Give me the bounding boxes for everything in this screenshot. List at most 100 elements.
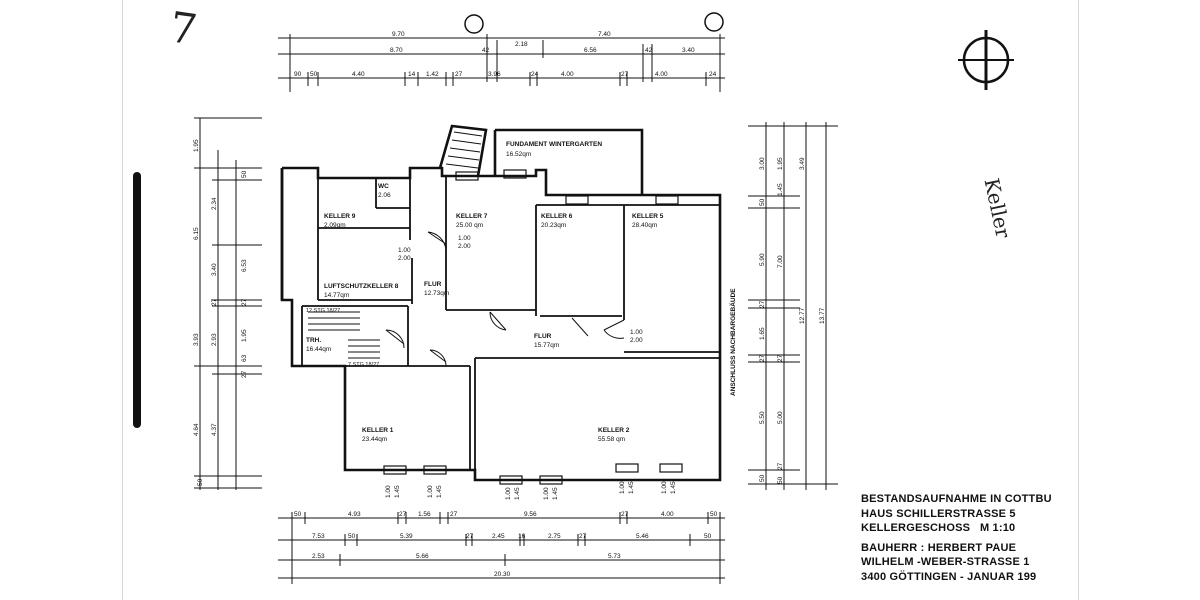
room-area-keller7: 25.00 qm (456, 222, 483, 229)
door-label-2: 1.00 (458, 235, 471, 242)
left-dimension-text: 1.95 6.15 3.93 4.64 2.34 3.40 27 2.93 4.… (193, 139, 248, 486)
title-line-4: BAUHERR : HERBERT PAUE (861, 541, 1017, 554)
dim-bot-r2-0: 7.53 (312, 533, 325, 540)
title-line-2: HAUS SCHILLERSTRASSE 5 (861, 507, 1016, 520)
dim-top-r2-1: 42 (482, 47, 490, 54)
room-area-keller9: 2.09qm (324, 222, 346, 229)
room-area-keller2: 55.58 qm (598, 436, 625, 443)
room-name-keller7: KELLER 7 (456, 213, 488, 220)
dim-left-in-5: 27 (241, 370, 248, 378)
dim-bot-r1-5: 9.56 (524, 511, 537, 518)
dim-left-mid-1: 3.40 (211, 263, 218, 276)
room-name-keller6: KELLER 6 (541, 213, 573, 220)
dim-top-r3-6: 3.96 (488, 71, 501, 78)
dim-bot-r2-7: 27 (579, 533, 587, 540)
room-name-wintergarten: FUNDAMENT WINTERGARTEN (506, 141, 602, 148)
dim-top-r2-3: 6.56 (584, 47, 597, 54)
scan-circle-2 (704, 12, 724, 32)
dim-bot-r1-4: 27 (450, 511, 458, 518)
dim-left-in-4: 63 (241, 354, 248, 362)
door-label-1b: 2.00 (398, 255, 411, 262)
dim-left-outer-0: 1.95 (193, 139, 200, 152)
staircase (308, 131, 483, 359)
dim-left-mid-0: 2.34 (211, 197, 218, 210)
window-dimension-text: 1.00 1.45 1.00 1.45 1.00 1.45 1.00 1.45 … (385, 481, 677, 500)
win-dim-11: 1.45 (670, 481, 677, 494)
dim-bot-r3-2: 5.73 (608, 553, 621, 560)
dim-top-r2-5: 3.40 (682, 47, 695, 54)
win-dim-0: 1.00 (385, 485, 392, 498)
win-dim-10: 1.00 (661, 481, 668, 494)
dim-bot-r2-3: 27 (466, 533, 474, 540)
room-area-keller6: 20.23qm (541, 222, 566, 229)
dim-right-in-5: 27 (759, 354, 766, 362)
room-name-keller1: KELLER 1 (362, 427, 394, 434)
win-dim-6: 1.00 (543, 487, 550, 500)
title-block: BESTANDSAUFNAHME IN COTTBU HAUS SCHILLER… (861, 492, 1052, 584)
stair-label-bottom: 7 STG 18/27 (348, 362, 379, 368)
left-dimension-lines (194, 117, 262, 490)
dim-top-r3-9: 27 (621, 71, 629, 78)
dim-top-r3-11: 24 (709, 71, 717, 78)
win-dim-2: 1.00 (427, 485, 434, 498)
interior-walls (301, 176, 720, 470)
dim-top-r3-1: 50 (310, 71, 318, 78)
vertical-scrollbar[interactable] (133, 172, 141, 428)
dim-top-r1-1: 7.40 (598, 31, 611, 38)
dim-left-in-6: 50 (197, 478, 204, 486)
room-area-wc: 2.06 (378, 192, 391, 199)
north-arrow-icon (958, 30, 1014, 90)
room-area-keller5: 28.40qm (632, 222, 657, 229)
dim-right-in-7: 50 (759, 474, 766, 482)
dim-bot-r1-7: 4.00 (661, 511, 674, 518)
dim-right-in-0: 3.00 (759, 157, 766, 170)
room-area-keller1: 23.44qm (362, 436, 387, 443)
dim-top-r3-7: 24 (531, 71, 539, 78)
dim-top-r3-0: 90 (294, 71, 302, 78)
dim-right-in-2: 5.90 (759, 253, 766, 266)
room-name-keller5: KELLER 5 (632, 213, 664, 220)
room-name-flur-1: FLUR (424, 281, 442, 288)
dim-right-mid-5: 27 (777, 462, 784, 470)
title-line-1: BESTANDSAUFNAHME IN COTTBU (861, 493, 1052, 505)
door-label-2b: 2.00 (458, 243, 471, 250)
title-line-3: KELLERGESCHOSS M 1:10 (861, 521, 1052, 536)
dim-right-in-3: 27 (759, 300, 766, 308)
win-dim-8: 1.00 (619, 481, 626, 494)
dim-left-mid-3: 2.93 (211, 333, 218, 346)
title-line-5: WILHELM -WEBER-STRASSE 1 (861, 556, 1030, 568)
dim-left-mid-2: 27 (211, 298, 218, 306)
dim-right-in-1: 50 (759, 198, 766, 206)
dim-left-outer-3: 4.64 (193, 423, 200, 436)
right-dimension-text: 3.00 50 5.90 27 1.65 27 5.50 50 1.95 1.4… (759, 157, 826, 484)
dim-right-out-1: 12.77 (799, 307, 806, 324)
dim-left-in-1: 6.53 (241, 259, 248, 272)
dim-left-outer-1: 6.15 (193, 227, 200, 240)
room-area-wintergarten: 16.52qm (506, 151, 531, 158)
dim-right-out-0: 3.49 (799, 157, 806, 170)
win-dim-4: 1.00 (505, 487, 512, 500)
dim-right-in-6: 5.50 (759, 411, 766, 424)
title-line-6: 3400 GÖTTINGEN - JANUAR 199 (861, 570, 1037, 583)
win-dim-1: 1.45 (394, 485, 401, 498)
dim-top-r3-8: 4.00 (561, 71, 574, 78)
room-area-luftschutz: 14.77qm (324, 292, 349, 299)
bottom-dimension-lines (278, 512, 725, 584)
title-scale: M 1:10 (979, 522, 1016, 534)
door-label-1: 1.00 (398, 247, 411, 254)
windows (383, 169, 683, 485)
dim-left-mid-4: 4.37 (211, 423, 218, 436)
dim-bot-r2-1: 50 (348, 533, 356, 540)
scan-circle-1 (464, 14, 484, 34)
dim-right-mid-0: 1.95 (777, 157, 784, 170)
room-name-wc: WC (378, 183, 389, 190)
dim-bot-r2-9: 50 (704, 533, 712, 540)
dim-left-outer-2: 3.93 (193, 333, 200, 346)
dim-right-in-4: 1.65 (759, 327, 766, 340)
dim-bot-r1-8: 50 (710, 511, 718, 518)
dim-bot-r4-0: 20.30 (494, 571, 511, 578)
dim-bot-r1-6: 27 (621, 511, 629, 518)
dim-bot-r1-3: 1.56 (418, 511, 431, 518)
dim-right-mid-1: 1.45 (777, 183, 784, 196)
